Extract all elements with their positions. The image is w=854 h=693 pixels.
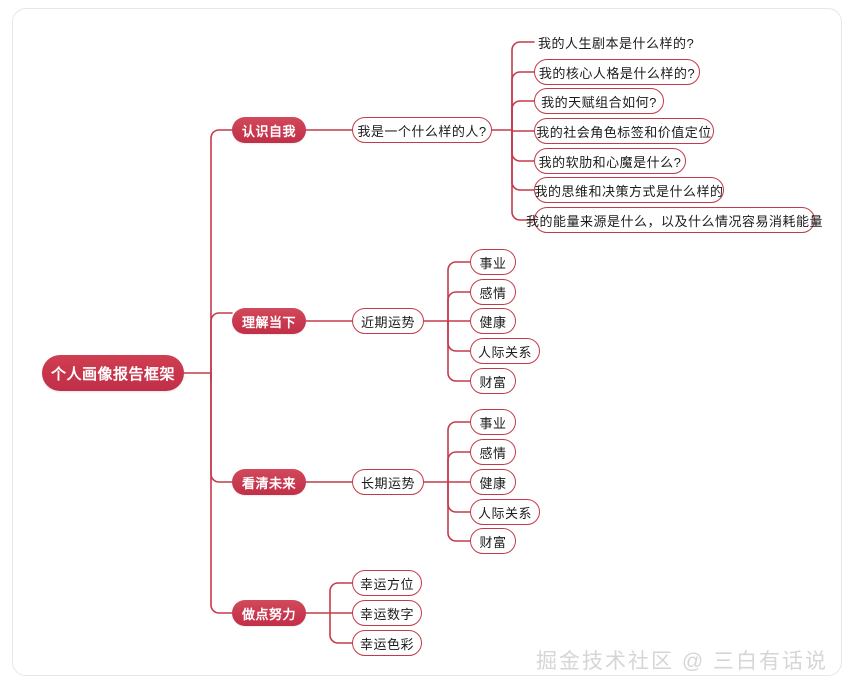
leaf-node[interactable]: 感情 — [470, 279, 516, 305]
leaf-node-label: 我的软肋和心魔是什么? — [538, 154, 682, 170]
leaf-node[interactable]: 事业 — [470, 249, 516, 275]
leaf-node[interactable]: 幸运数字 — [352, 600, 422, 626]
mid-node-3[interactable]: 长期运势 — [352, 469, 424, 495]
leaf-node-label: 我的思维和决策方式是什么样的 — [534, 183, 724, 199]
branch-node-1-label: 认识自我 — [241, 123, 296, 139]
leaf-node-label: 人际关系 — [477, 344, 532, 360]
leaf-node[interactable]: 我的社会角色标签和价值定位 — [534, 118, 714, 144]
leaf-node-label: 感情 — [479, 285, 507, 301]
leaf-node[interactable]: 幸运色彩 — [352, 630, 422, 656]
mid-node-2[interactable]: 近期运势 — [352, 308, 424, 334]
leaf-node[interactable]: 财富 — [470, 528, 516, 554]
leaf-node-label: 事业 — [479, 255, 507, 271]
leaf-node[interactable]: 我的能量来源是什么，以及什么情况容易消耗能量 — [526, 207, 823, 233]
branch-node-4[interactable]: 做点努力 — [232, 600, 306, 626]
mid-node-3-label: 长期运势 — [360, 475, 415, 491]
leaf-node-label: 健康 — [479, 475, 507, 491]
leaf-node[interactable]: 财富 — [470, 368, 516, 394]
leaf-node-label: 幸运数字 — [359, 606, 414, 622]
card-frame — [12, 8, 842, 676]
leaf-node-label: 感情 — [479, 445, 507, 461]
root-node-label: 个人画像报告框架 — [50, 365, 175, 383]
watermark: 掘金技术社区 @ 三白有话说 — [536, 650, 828, 673]
branch-node-3[interactable]: 看清未来 — [232, 469, 306, 495]
leaf-node[interactable]: 我的思维和决策方式是什么样的 — [534, 177, 724, 203]
leaf-node-label: 我的人生剧本是什么样的? — [538, 35, 695, 51]
leaf-node-label: 人际关系 — [477, 505, 532, 521]
leaf-node-label: 幸运色彩 — [359, 636, 414, 652]
leaf-node-label: 财富 — [479, 534, 507, 550]
branch-node-3-label: 看清未来 — [241, 475, 296, 491]
leaf-node[interactable]: 我的核心人格是什么样的? — [534, 59, 700, 85]
leaf-node[interactable]: 我的人生剧本是什么样的? — [538, 29, 778, 55]
mid-node-2-label: 近期运势 — [360, 314, 415, 330]
branch-node-2-label: 理解当下 — [241, 314, 296, 330]
leaf-node-label: 事业 — [479, 415, 507, 431]
mid-node-1-label: 我是一个什么样的人? — [357, 123, 487, 139]
leaf-node[interactable]: 人际关系 — [470, 499, 540, 525]
leaf-node[interactable]: 事业 — [470, 409, 516, 435]
leaf-node-label: 健康 — [479, 314, 507, 330]
leaf-node[interactable]: 幸运方位 — [352, 570, 422, 596]
leaf-node-label: 我的核心人格是什么样的? — [538, 65, 696, 81]
leaf-node[interactable]: 我的天赋组合如何? — [534, 88, 664, 114]
leaf-node[interactable]: 人际关系 — [470, 338, 540, 364]
leaf-node[interactable]: 健康 — [470, 308, 516, 334]
leaf-node-label: 幸运方位 — [359, 576, 414, 592]
root-node[interactable]: 个人画像报告框架 — [42, 355, 184, 391]
leaf-node[interactable]: 感情 — [470, 439, 516, 465]
leaf-node-label: 财富 — [479, 374, 507, 390]
branch-node-2[interactable]: 理解当下 — [232, 308, 306, 334]
leaf-node[interactable]: 健康 — [470, 469, 516, 495]
leaf-node-label: 我的能量来源是什么，以及什么情况容易消耗能量 — [526, 213, 824, 229]
branch-node-4-label: 做点努力 — [241, 606, 296, 622]
leaf-node[interactable]: 我的软肋和心魔是什么? — [534, 148, 686, 174]
branch-node-1[interactable]: 认识自我 — [232, 117, 306, 143]
mid-node-1[interactable]: 我是一个什么样的人? — [352, 117, 492, 143]
leaf-node-label: 我的社会角色标签和价值定位 — [536, 124, 712, 140]
leaf-node-label: 我的天赋组合如何? — [541, 94, 657, 110]
